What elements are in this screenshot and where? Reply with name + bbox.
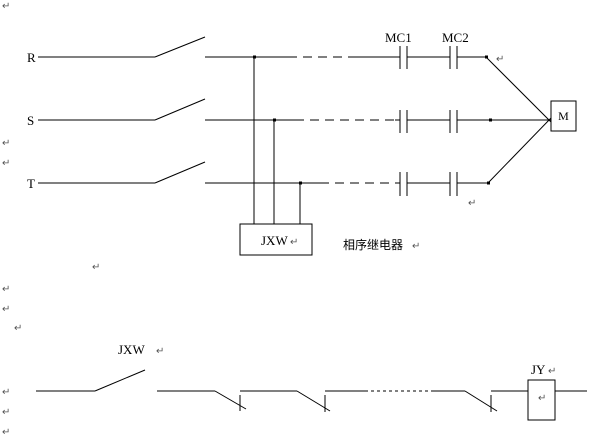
control-circuit — [36, 369, 587, 412]
control-para-mark: ↵ — [156, 346, 164, 357]
phase-sequence-relay: JXW ↵ — [239, 223, 313, 256]
phase-s-line — [38, 98, 551, 133]
coil-para-mark: ↵ — [538, 393, 546, 404]
main-switch-s — [154, 98, 206, 121]
para-mark: ↵ — [496, 54, 504, 65]
para-mark: ↵ — [2, 284, 10, 295]
jxw-control-contact — [94, 369, 146, 392]
para-mark: ↵ — [2, 158, 10, 169]
motor-lead-t — [487, 117, 552, 184]
contactor-label-mc2: MC2 — [442, 30, 469, 45]
phase-label-s: S — [27, 113, 34, 128]
contactor-label-mc1: MC1 — [385, 30, 412, 45]
nc-contact-3 — [464, 390, 498, 412]
output-relay-para-mark: ↵ — [548, 366, 556, 377]
para-mark: ↵ — [2, 407, 10, 418]
control-switch-label: JXW — [118, 342, 145, 357]
motor-label: M — [558, 109, 569, 123]
phase-label-t: T — [27, 176, 35, 191]
para-mark: ↵ — [2, 304, 10, 315]
motor-lead-r — [485, 56, 552, 123]
para-mark: ↵ — [2, 138, 10, 149]
caption-para-mark: ↵ — [412, 241, 420, 252]
phase-label-r: R — [27, 50, 36, 65]
main-switch-r — [154, 36, 206, 58]
relay-caption: 相序继电器 — [343, 237, 403, 252]
output-relay-label: JY — [531, 362, 546, 377]
para-mark: ↵ — [2, 387, 10, 398]
para-mark: ↵ — [468, 198, 476, 209]
relay-taps — [253, 55, 302, 224]
para-mark: ↵ — [14, 323, 22, 334]
output-relay-coil: ↵ — [527, 379, 556, 421]
phase-t-line — [38, 117, 552, 196]
para-mark: ↵ — [92, 262, 100, 273]
para-mark: ↵ — [2, 427, 10, 438]
main-switch-t — [154, 161, 206, 184]
relay-label: JXW — [261, 233, 288, 248]
motor: M — [550, 100, 577, 132]
relay-para-mark: ↵ — [290, 237, 298, 248]
para-mark: ↵ — [2, 1, 10, 12]
phase-r-line — [38, 36, 552, 123]
paragraph-marks: ↵ ↵ ↵ ↵ ↵ ↵ ↵ ↵ ↵ ↵ ↵ ↵ — [2, 1, 504, 438]
nc-contact-1 — [214, 390, 247, 410]
